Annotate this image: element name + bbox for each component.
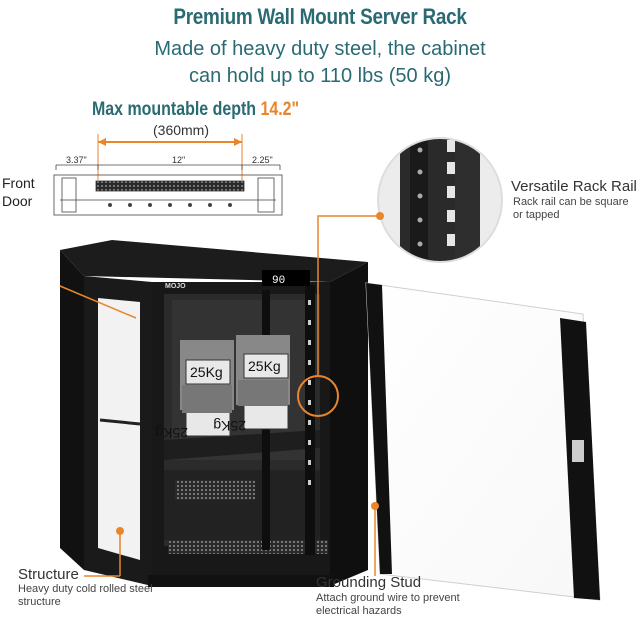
callout-lines	[59, 215, 380, 577]
grounding-title: Grounding Stud	[316, 574, 422, 591]
top-view-drawing	[53, 164, 283, 216]
subtitle-line-1: Made of heavy duty steel, the cabinet	[154, 38, 486, 60]
structure-title: Structure	[18, 566, 79, 583]
rack-rail-description: Rack rail can be square or tapped	[513, 196, 629, 221]
page-subtitle: Made of heavy duty steel, the cabinet ca…	[0, 36, 640, 90]
depth-spec: Max mountable depth 14.2"	[92, 99, 299, 121]
structure-description: Heavy duty cold rolled steel structure	[18, 583, 153, 608]
rack-rail-inset	[377, 137, 503, 263]
dimension-middle: 12"	[172, 155, 186, 165]
front-door-line-2: Door	[2, 193, 33, 209]
glass-door	[365, 282, 601, 601]
front-door-line-1: Front	[2, 175, 35, 191]
depth-label: Max mountable depth	[92, 99, 257, 120]
grounding-description: Attach ground wire to prevent electrical…	[316, 592, 460, 617]
weight-label: 25Kg	[213, 418, 246, 434]
front-door-label: Front Door	[2, 174, 35, 210]
dimension-right: 2.25"	[252, 155, 273, 165]
page-title: Premium Wall Mount Server Rack	[173, 4, 467, 29]
structure-marker	[116, 527, 124, 535]
depth-arrow	[97, 134, 243, 180]
rack-rail-title: Versatile Rack Rail	[511, 178, 637, 195]
depth-value: 14.2"	[260, 99, 300, 120]
weight-label: 25Kg	[155, 425, 188, 441]
rail-marker	[376, 212, 384, 220]
weights	[180, 335, 290, 437]
weight-label: 25Kg	[190, 364, 223, 380]
weight-label: 25Kg	[248, 358, 281, 374]
depth-metric: (360mm)	[153, 122, 210, 138]
ground-marker	[371, 502, 379, 510]
brand-logo: MOJO	[165, 283, 186, 290]
subtitle-line-2: can hold up to 110 lbs (50 kg)	[188, 65, 452, 87]
display-readout: 90	[272, 275, 285, 287]
dimension-left: 3.37"	[66, 155, 87, 165]
